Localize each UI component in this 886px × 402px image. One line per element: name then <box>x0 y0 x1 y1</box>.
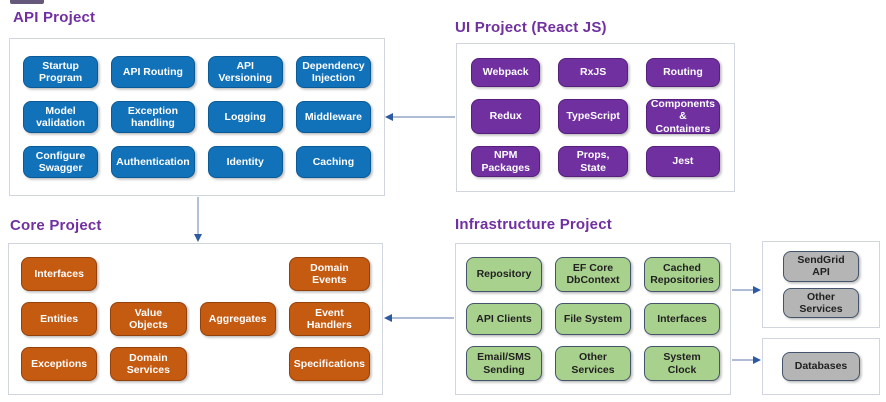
chip-startup-program: Startup Program <box>23 56 99 88</box>
chip-routing: Routing <box>645 58 720 87</box>
ui-project-title: UI Project (React JS) <box>455 19 607 36</box>
chip-cached-repositories: Cached Repositories <box>644 257 720 292</box>
chip-interfaces-infra: Interfaces <box>644 302 720 336</box>
chip-entities: Entities <box>21 302 98 336</box>
chip-repository: Repository <box>466 257 542 292</box>
databases-panel: Databases <box>762 338 880 395</box>
chip-api-clients: API Clients <box>466 302 542 336</box>
chip-databases: Databases <box>782 352 860 381</box>
chip-api-routing: API Routing <box>111 56 195 88</box>
arrow-ui-to-api <box>385 113 455 121</box>
chip-specifications: Specifications <box>288 347 370 381</box>
chip-typescript: TypeScript <box>558 99 628 135</box>
chip-aggregates: Aggregates <box>199 302 276 336</box>
chip-domain-services: Domain Services <box>110 347 187 381</box>
arrow-infra-to-core <box>384 314 454 322</box>
chip-npm-packages: NPM Packages <box>471 146 541 177</box>
api-project-panel: Startup Program API Routing API Versioni… <box>9 38 385 196</box>
chip-event-handlers: Event Handlers <box>288 302 370 336</box>
chip-components-containers: Components & Containers <box>645 98 720 135</box>
chip-domain-events: Domain Events <box>288 257 370 291</box>
chip-exception-handling: Exception handling <box>111 101 195 133</box>
chip-api-versioning: API Versioning <box>207 56 283 88</box>
infrastructure-project-panel: Repository EF Core DbContext Cached Repo… <box>455 243 731 395</box>
chip-redux: Redux <box>471 99 541 135</box>
chip-configure-swagger: Configure Swagger <box>23 146 99 178</box>
chip-webpack: Webpack <box>471 58 541 87</box>
chip-interfaces: Interfaces <box>21 257 98 291</box>
infrastructure-project-title: Infrastructure Project <box>455 216 612 233</box>
arrow-api-to-core <box>194 197 202 242</box>
chip-file-system: File System <box>555 302 631 336</box>
chip-logging: Logging <box>207 101 283 133</box>
chip-system-clock: System Clock <box>644 346 720 381</box>
chip-authentication: Authentication <box>111 146 195 178</box>
chip-other-services-infra: Other Services <box>555 346 631 381</box>
chip-email-sms-sending: Email/SMS Sending <box>466 346 542 381</box>
chip-dependency-injection: Dependency Injection <box>295 56 371 88</box>
core-project-panel: Interfaces Domain Events Entities Value … <box>8 243 383 395</box>
chip-middleware: Middleware <box>295 101 371 133</box>
chip-other-services-ext: Other Services <box>783 287 859 319</box>
chip-value-objects: Value Objects <box>110 302 187 336</box>
api-project-title: API Project <box>13 9 96 26</box>
chip-model-validation: Model validation <box>23 101 99 133</box>
chip-exceptions: Exceptions <box>21 347 98 381</box>
external-services-panel: SendGrid API Other Services <box>762 241 880 328</box>
chip-ef-core-dbcontext: EF Core DbContext <box>555 257 631 292</box>
top-edge-artifact <box>10 0 44 4</box>
chip-props-state: Props, State <box>558 146 628 177</box>
core-project-title: Core Project <box>10 217 102 234</box>
chip-caching: Caching <box>295 146 371 178</box>
chip-jest: Jest <box>645 146 720 177</box>
chip-sendgrid-api: SendGrid API <box>783 250 859 282</box>
ui-project-panel: Webpack RxJS Routing Redux TypeScript Co… <box>456 43 735 192</box>
arrow-infra-to-external-services <box>732 286 761 294</box>
chip-identity: Identity <box>207 146 283 178</box>
arrow-infra-to-databases <box>732 356 761 364</box>
chip-rxjs: RxJS <box>558 58 628 87</box>
